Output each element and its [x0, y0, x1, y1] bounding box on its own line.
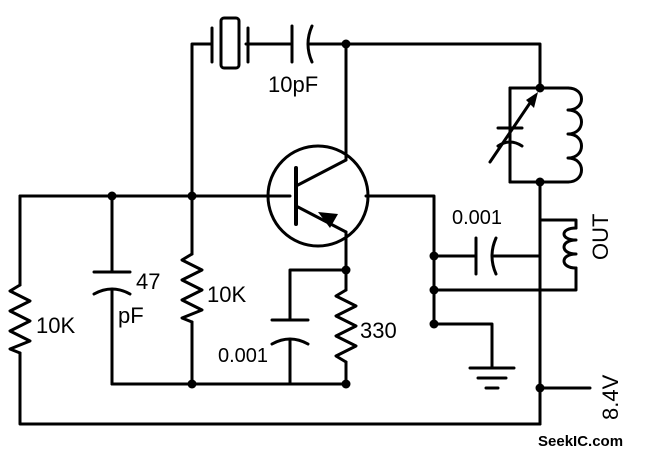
supply-label: 8.4V [598, 374, 623, 420]
junction-dots [107, 39, 545, 393]
supply-terminal: 8.4V [598, 374, 623, 420]
out-label: OUT [588, 214, 613, 260]
wires [18, 42, 592, 426]
transistor [266, 144, 370, 248]
capacitor-47pf: 47 pF [92, 269, 160, 328]
c-47-value-label: 47 [136, 269, 160, 294]
capacitor-10pf: 10pF [268, 24, 318, 97]
c-bottom-label: 0.001 [218, 345, 268, 367]
crystal [210, 16, 250, 70]
resistor-10k-mid: 10K [180, 252, 246, 324]
resistor-10k-left: 10K [8, 283, 75, 355]
tank-circuit [488, 86, 583, 184]
resistor-330: 330 [334, 288, 397, 364]
capacitor-0001-output: 0.001 [452, 207, 502, 276]
r-left-label: 10K [36, 313, 75, 338]
watermark: SeekIC.com [538, 433, 623, 450]
c-output-label: 0.001 [452, 207, 502, 229]
c-top-label: 10pF [268, 72, 318, 97]
output-coil: OUT [562, 214, 613, 270]
c-47-unit-label: pF [118, 303, 144, 328]
capacitor-0001-bypass: 0.001 [218, 318, 310, 367]
r-emitter-label: 330 [360, 318, 397, 343]
ground-symbol [468, 366, 516, 390]
r-mid-label: 10K [207, 282, 246, 307]
